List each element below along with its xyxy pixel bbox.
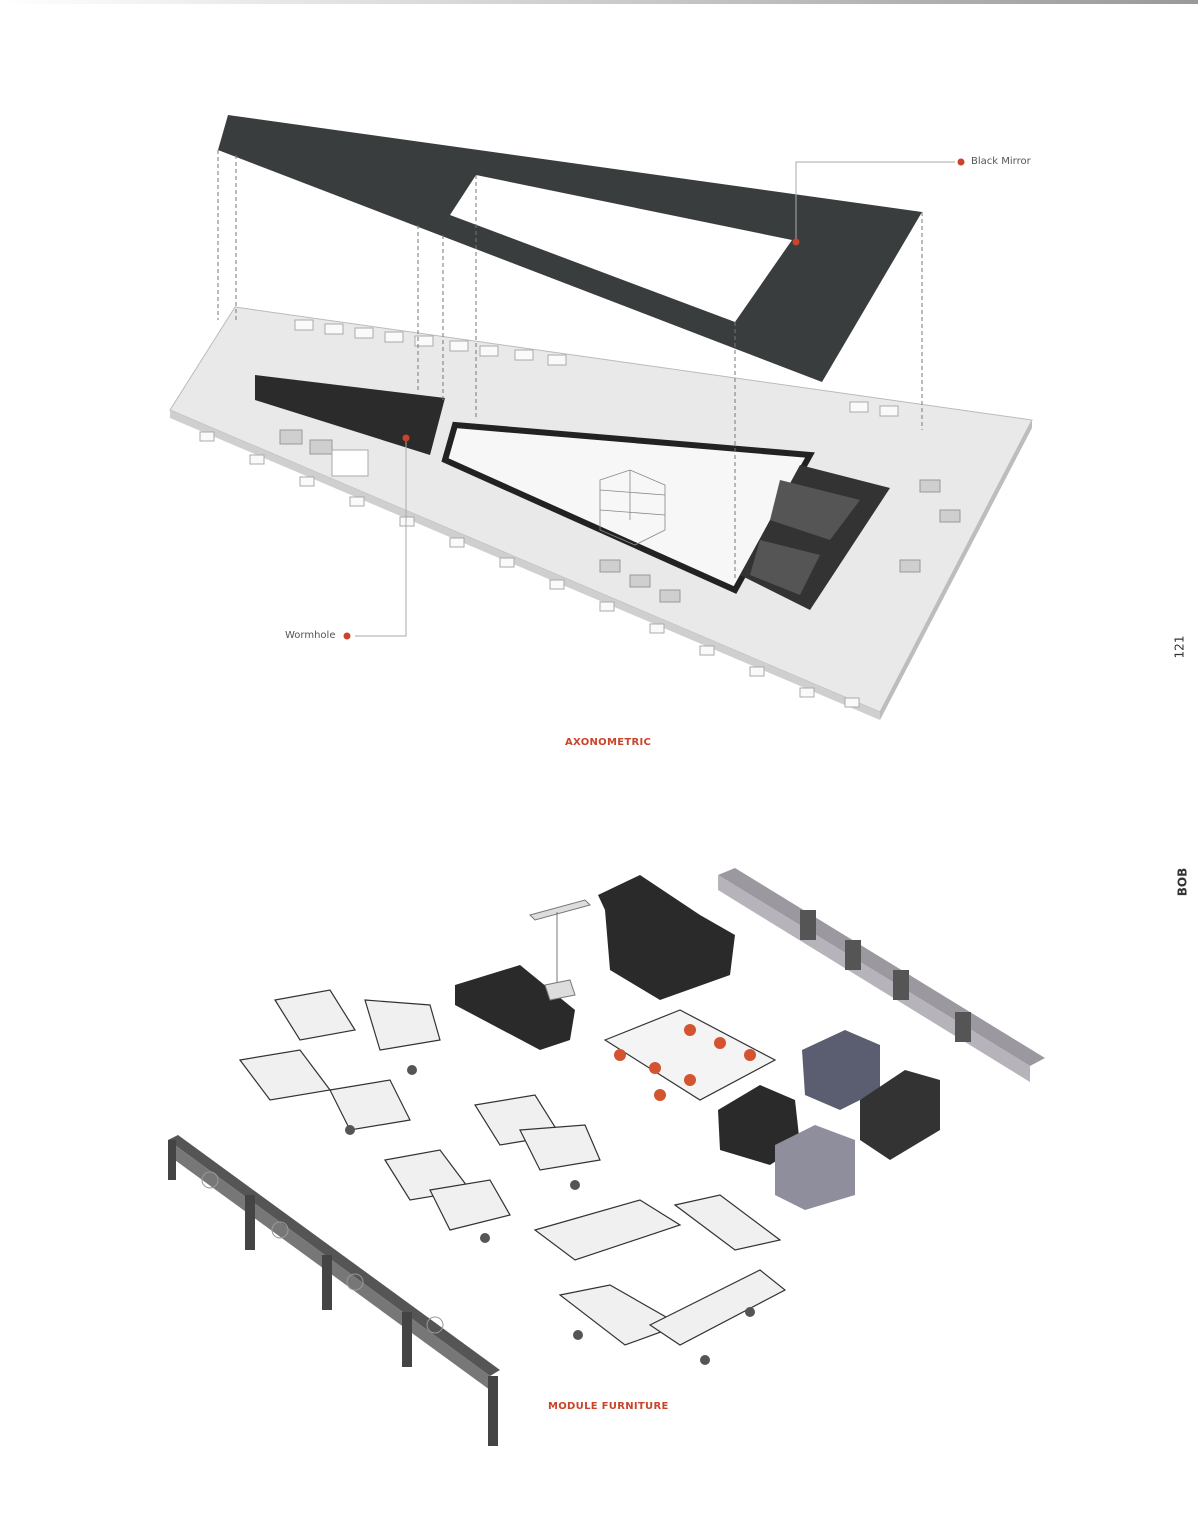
booth	[802, 1030, 880, 1110]
workstations	[238, 989, 787, 1346]
page-top-rule	[0, 0, 1198, 4]
caption-module-furniture: MODULE FURNITURE	[548, 1401, 669, 1412]
caption-axonometric: AXONOMETRIC	[565, 737, 652, 748]
floor-lamp	[529, 899, 591, 1001]
bar-bench	[168, 1135, 500, 1446]
furniture-drawing	[168, 868, 1045, 1446]
partition-beam	[718, 868, 1045, 1082]
orange-chairs	[614, 1024, 756, 1101]
page-number: 121	[1172, 635, 1187, 659]
wormhole-marker	[402, 434, 410, 442]
atrium	[441, 421, 815, 594]
callout-black-mirror: Black Mirror	[971, 156, 1031, 167]
section-label: BOB	[1175, 867, 1190, 897]
floor-plan-edge-right	[880, 420, 1032, 720]
projection-lines	[217, 150, 923, 580]
office-chairs	[345, 1065, 755, 1365]
wormhole-volume	[255, 375, 445, 455]
sofa-l	[598, 875, 735, 1000]
glass-cube	[599, 469, 666, 546]
booth	[775, 1125, 855, 1210]
window-row	[199, 319, 899, 708]
callout-leaders	[355, 161, 955, 637]
floor-plan-edge	[170, 410, 880, 720]
black-mirror-marker	[792, 238, 800, 246]
booth	[860, 1070, 940, 1160]
black-mirror-slab	[218, 115, 922, 382]
white-box	[331, 449, 369, 477]
callout-wormhole: Wormhole	[285, 630, 336, 641]
desk-clusters	[279, 429, 961, 603]
